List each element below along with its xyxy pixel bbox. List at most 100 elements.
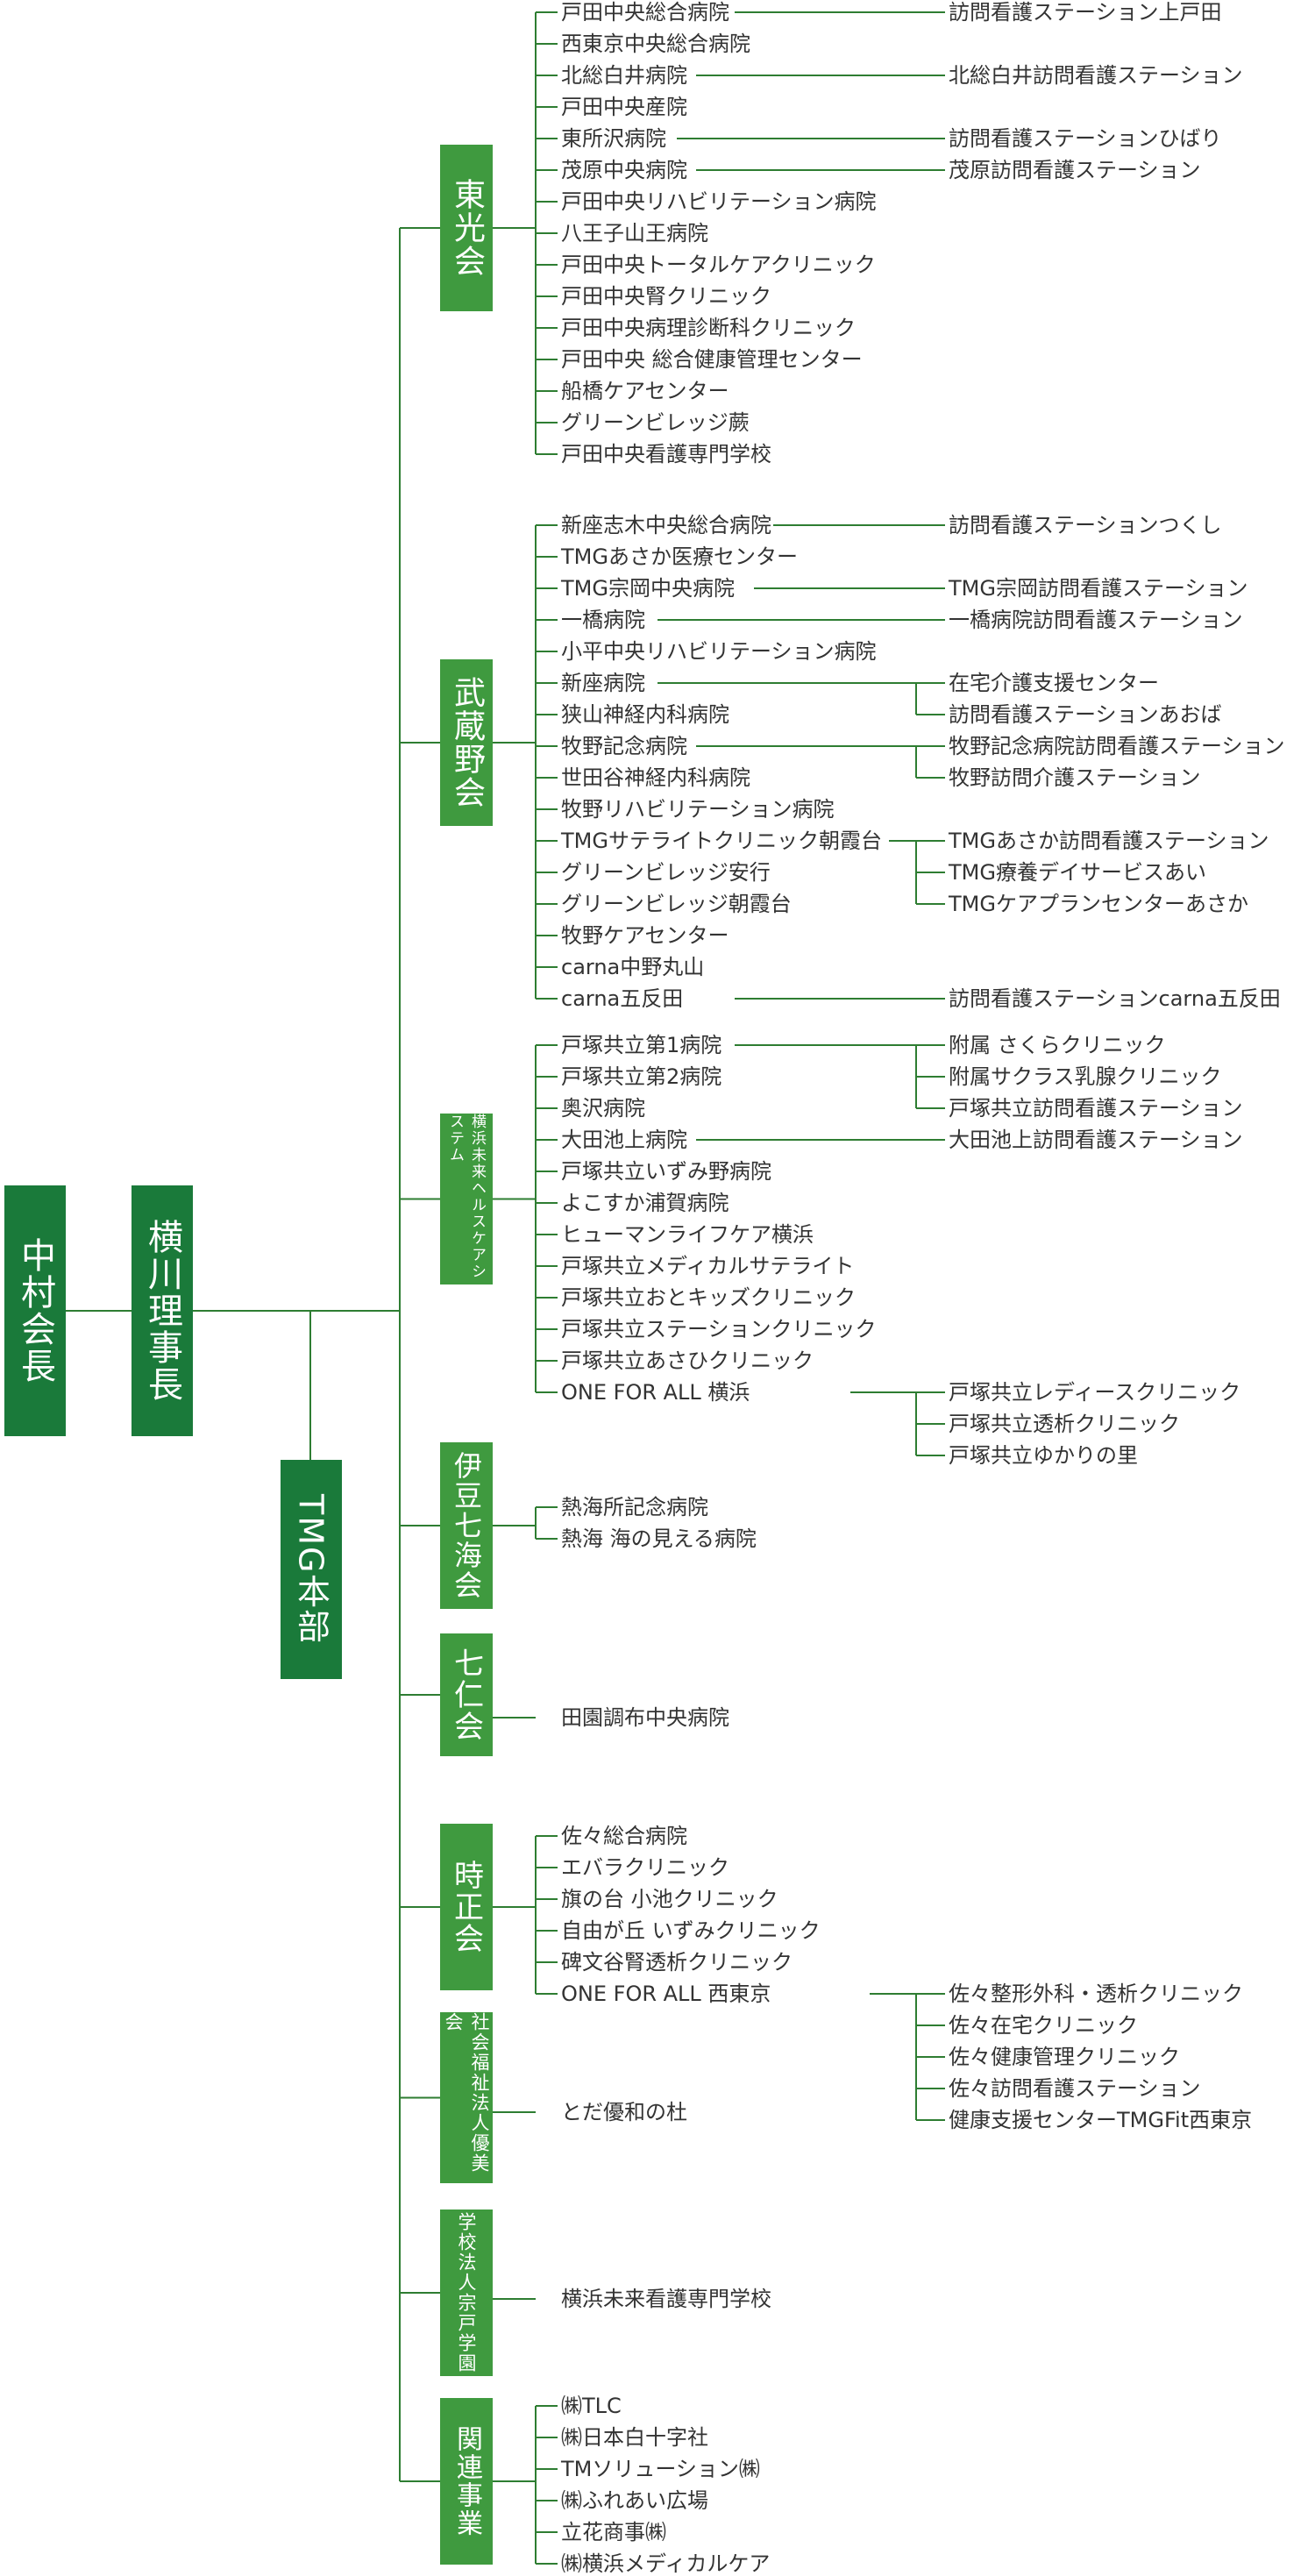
group-label: 社会福祉法人優美会 [443,2012,490,2174]
facility-item: 旗の台 小池クリニック [561,1887,778,1911]
facility-item: 新座病院 [561,671,645,695]
group-label: 関連事業 [451,2425,482,2537]
facility-item: 奥沢病院 [561,1096,645,1121]
facility-item: TMGサテライトクリニック朝霞台 [561,829,882,853]
facility-item: 佐々総合病院 [561,1824,687,1848]
group-box-7: 社会福祉法人優美会 [440,2012,493,2183]
facility-item: 戸塚共立おとキッズクリニック [561,1285,856,1310]
group-box-9: 関連事業 [440,2398,493,2565]
child-facility-item: TMG療養デイサービスあい [949,860,1206,885]
facility-item: 牧野ケアセンター [561,923,729,948]
group-box-2: 武蔵野会 [440,659,493,826]
facility-item: 田園調布中央病院 [561,1705,729,1730]
chairman-box: 中村会長 [4,1185,66,1436]
facility-item: ONE FOR ALL 西東京 [561,1982,771,2006]
child-facility-item: 戸塚共立ゆかりの里 [949,1443,1138,1468]
child-facility-item: 訪問看護ステーションつくし [949,513,1222,537]
facility-item: ㈱横浜メディカルケア [561,2551,771,2576]
hq-box: TMG本部 [281,1460,342,1679]
child-facility-item: 佐々在宅クリニック [949,2013,1138,2038]
group-label: 七仁会 [448,1647,484,1742]
facility-item: 戸塚共立第2病院 [561,1064,722,1089]
facility-item: 戸田中央産院 [561,95,687,119]
child-facility-item: 戸塚共立透析クリニック [949,1412,1180,1436]
facility-item: ONE FOR ALL 横浜 [561,1380,750,1405]
facility-item: 熱海所記念病院 [561,1495,708,1519]
facility-item: 戸塚共立ステーションクリニック [561,1317,877,1341]
facility-item: ㈱ふれあい広場 [561,2488,708,2513]
facility-item: 立花商事㈱ [561,2520,666,2544]
director-box: 横川理事長 [132,1185,193,1436]
facility-item: 碑文谷腎透析クリニック [561,1950,793,1975]
group-box-6: 時正会 [440,1824,493,1990]
chairman-label: 中村会長 [15,1237,55,1384]
group-label: 時正会 [448,1860,484,1954]
facility-item: 戸塚共立第1病院 [561,1033,722,1057]
facility-item: エバラクリニック [561,1855,729,1880]
facility-item: 八王子山王病院 [561,221,708,246]
group-box-4: 伊豆七海会 [440,1442,493,1609]
group-box-3: 横浜未来ヘルスケアシステム [440,1114,493,1284]
facility-item: グリーンビレッジ朝霞台 [561,892,792,916]
child-facility-item: 佐々訪問看護ステーション [949,2076,1201,2101]
facility-item: 東所沢病院 [561,126,666,151]
facility-item: 戸田中央トータルケアクリニック [561,253,876,277]
group-label: 東光会 [449,178,485,278]
facility-item: 船橋ケアセンター [561,379,729,403]
group-label: 学校法人宗戸学園 [456,2212,477,2373]
child-facility-item: 茂原訪問看護ステーション [949,158,1201,182]
facility-item: グリーンビレッジ安行 [561,860,771,885]
child-facility-item: 訪問看護ステーションあおば [949,702,1222,727]
director-label: 横川理事長 [142,1219,182,1403]
facility-item: carna中野丸山 [561,955,705,979]
child-facility-item: 戸塚共立レディースクリニック [949,1380,1241,1405]
facility-item: 狭山神経内科病院 [561,702,729,727]
facility-item: 北総白井病院 [561,63,687,88]
child-facility-item: 附属サクラス乳腺クリニック [949,1064,1222,1089]
child-facility-item: 戸塚共立訪問看護ステーション [949,1096,1243,1121]
child-facility-item: 北総白井訪問看護ステーション [949,63,1243,88]
child-facility-item: TMGケアプランセンターあさか [949,892,1248,916]
facility-item: とだ優和の杜 [561,2100,687,2124]
child-facility-item: 訪問看護ステーション上戸田 [949,0,1222,25]
facility-item: よこすか浦賀病院 [561,1191,729,1215]
facility-item: 戸田中央腎クリニック [561,284,771,309]
child-facility-item: 訪問看護ステーションひばり [949,126,1222,151]
group-box-8: 学校法人宗戸学園 [440,2210,493,2376]
group-box-1: 東光会 [440,145,493,311]
child-facility-item: 訪問看護ステーションcarna五反田 [949,986,1281,1011]
group-box-5: 七仁会 [440,1633,493,1756]
group-label: 伊豆七海会 [450,1451,483,1600]
child-facility-item: TMGあさか訪問看護ステーション [949,829,1269,853]
facility-item: 戸田中央 総合健康管理センター [561,347,863,372]
facility-item: ㈱日本白十字社 [561,2425,708,2450]
facility-item: ㈱TLC [561,2394,622,2418]
child-facility-item: 牧野記念病院訪問看護ステーション [949,734,1285,758]
group-label: 横浜未来ヘルスケアシステム [446,1114,486,1280]
facility-item: 新座志木中央総合病院 [561,513,771,537]
facility-item: 戸塚共立メディカルサテライト [561,1254,855,1278]
child-facility-item: 大田池上訪問看護ステーション [949,1128,1243,1152]
facility-item: 茂原中央病院 [561,158,687,182]
child-facility-item: 牧野訪問介護ステーション [949,765,1201,790]
facility-item: 戸田中央病理診断科クリニック [561,316,856,340]
facility-item: TMソリューション㈱ [561,2457,760,2481]
facility-item: 戸田中央総合病院 [561,0,729,25]
facility-item: 戸田中央看護専門学校 [561,442,771,466]
facility-item: グリーンビレッジ蕨 [561,410,750,435]
child-facility-item: 附属 さくらクリニック [949,1033,1166,1057]
facility-item: 戸田中央リハビリテーション病院 [561,189,877,214]
child-facility-item: 健康支援センターTMGFit西東京 [949,2108,1253,2132]
facility-item: 西東京中央総合病院 [561,32,750,56]
facility-item: 牧野リハビリテーション病院 [561,797,835,822]
group-label: 武蔵野会 [449,676,485,809]
facility-item: 一橋病院 [561,608,645,632]
facility-item: carna五反田 [561,986,684,1011]
facility-item: 横浜未来看護専門学校 [561,2287,771,2311]
facility-item: 大田池上病院 [561,1128,687,1152]
facility-item: 小平中央リハビリテーション病院 [561,639,877,664]
child-facility-item: 佐々整形外科・透析クリニック [949,1982,1243,2006]
facility-item: 戸塚共立あさひクリニック [561,1348,814,1373]
